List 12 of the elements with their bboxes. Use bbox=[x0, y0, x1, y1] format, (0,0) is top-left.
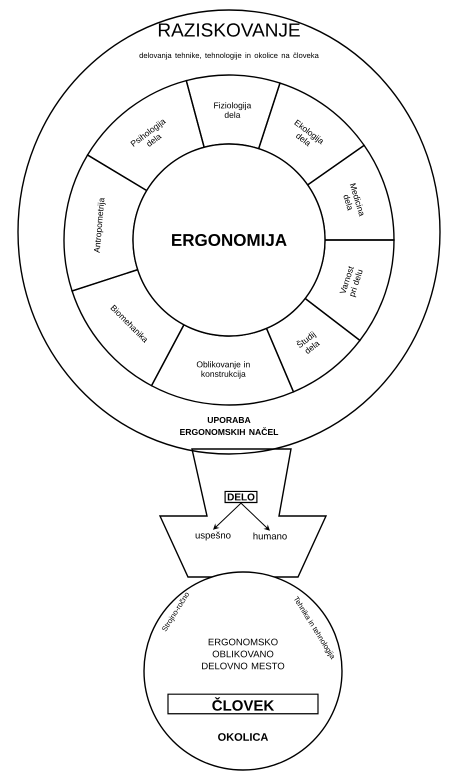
arrow bbox=[213, 502, 242, 530]
ring-title: RAZISKOVANJE bbox=[158, 23, 300, 37]
arrow bbox=[240, 502, 270, 531]
workplace-text: ERGONOMSKO OBLIKOVANO DELOVNO MESTO bbox=[202, 638, 284, 670]
workplace-circle bbox=[143, 571, 343, 771]
funnel-shape bbox=[158, 448, 328, 578]
ring-footer: UPORABA ERGONOMSKIH NAČEL bbox=[180, 416, 278, 436]
outcome-text: humano bbox=[254, 532, 287, 540]
work-box: DELO bbox=[224, 490, 258, 504]
outcome-text: uspešno bbox=[196, 532, 231, 540]
human-box: ČLOVEK bbox=[167, 694, 319, 714]
environment-text: OKOLICA bbox=[218, 733, 268, 741]
